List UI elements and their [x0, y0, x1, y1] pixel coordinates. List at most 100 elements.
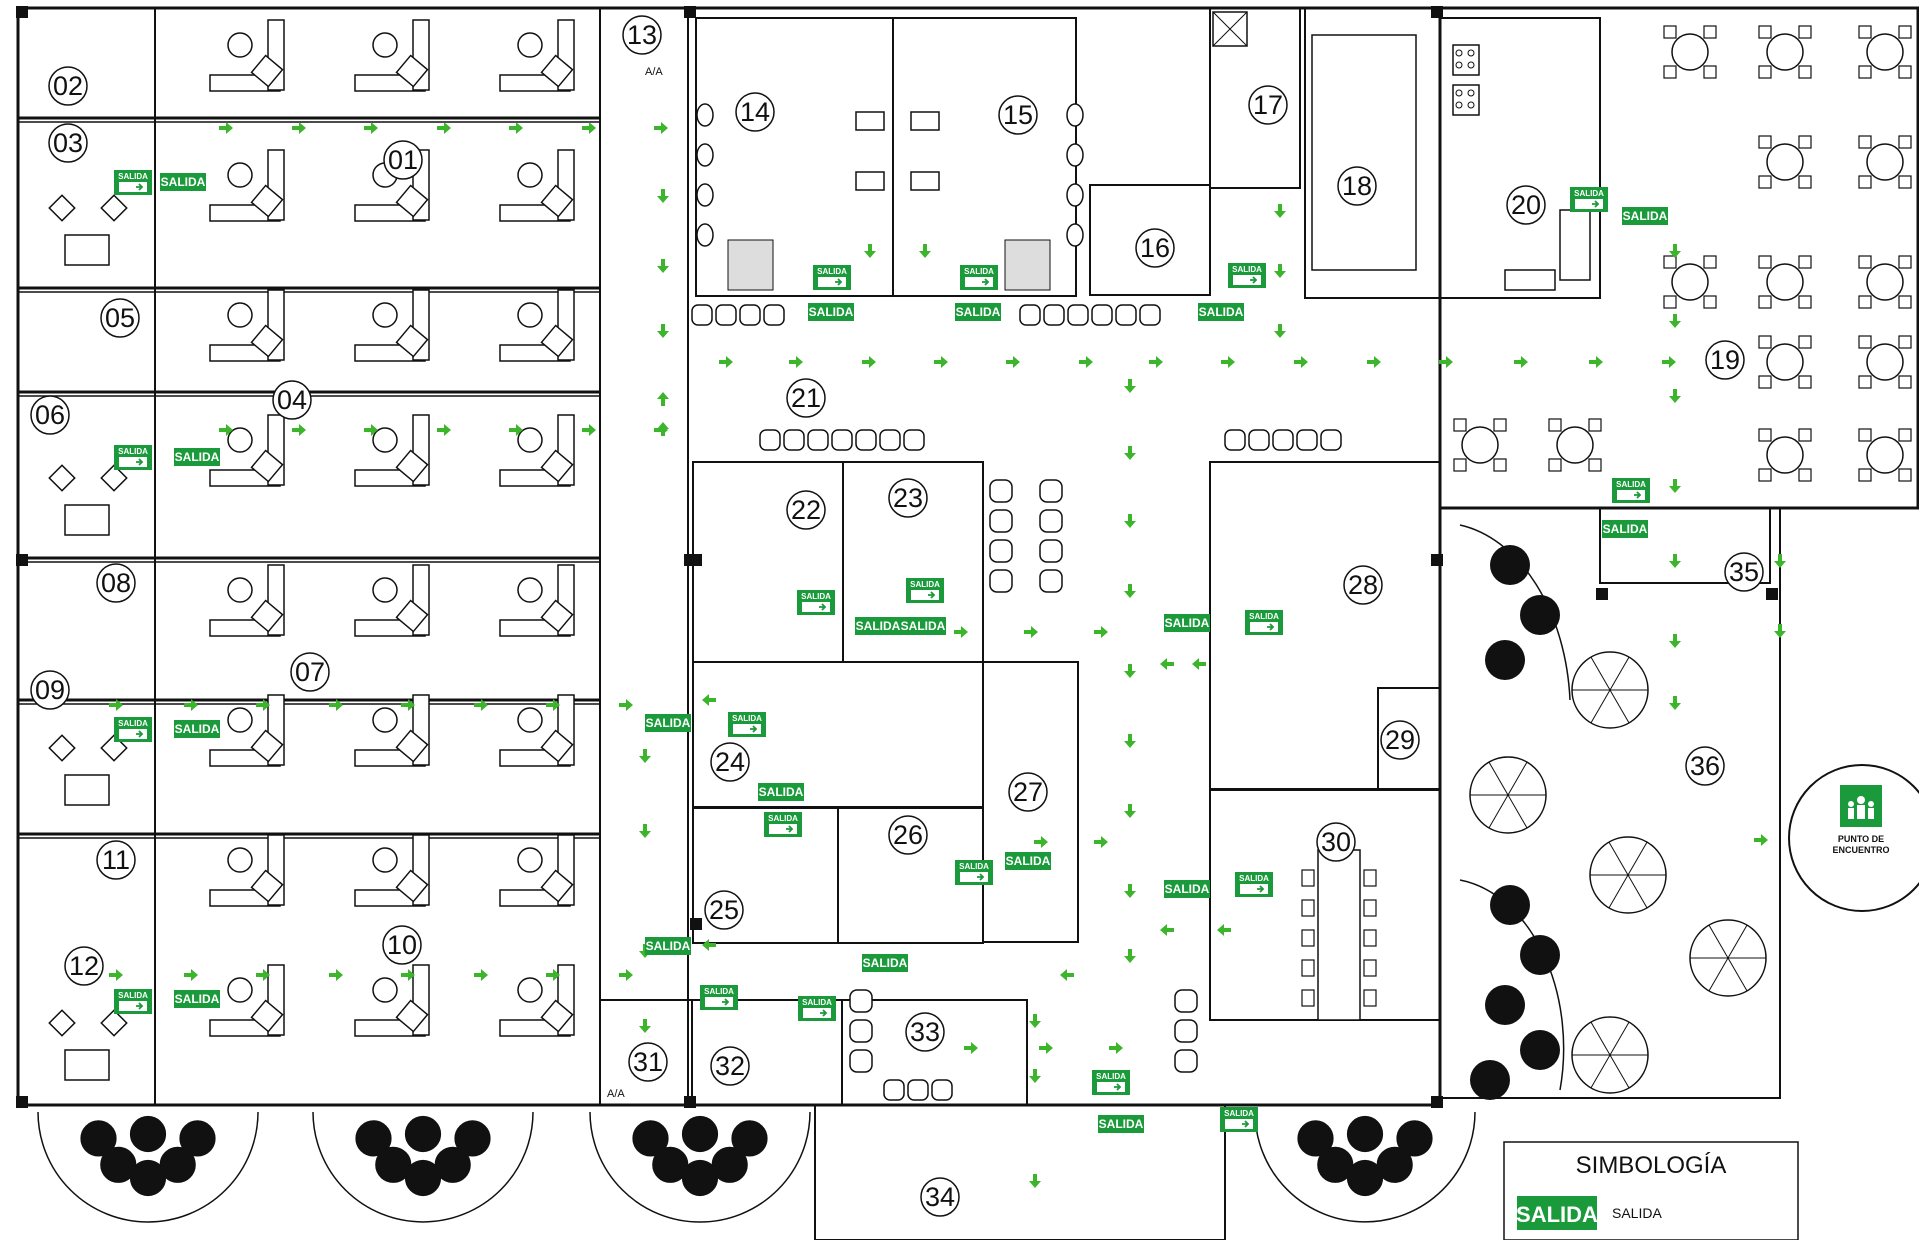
arrow-shape [1367, 356, 1381, 368]
salida-sign-small: SALIDA [1228, 263, 1266, 288]
plant [681, 1159, 719, 1197]
arrow-shape [1589, 356, 1603, 368]
burner [1467, 61, 1475, 69]
room-label: 29 [1380, 720, 1420, 760]
evacuation-arrow [1669, 634, 1681, 648]
plant [355, 1120, 392, 1157]
chair [1798, 428, 1812, 442]
salida-sign: SALIDA [174, 720, 220, 738]
salida-sign-small: SALIDA [1220, 1107, 1258, 1132]
evacuation-arrow [1079, 356, 1093, 368]
chair [1758, 428, 1772, 442]
plant [632, 1120, 669, 1157]
arrow-shape [1039, 1042, 1053, 1054]
plant [404, 1159, 442, 1197]
legend-item-label: SALIDA [1612, 1205, 1662, 1221]
room-number: 28 [1348, 570, 1378, 600]
desk [64, 234, 110, 266]
salida-text: SALIDA [1603, 522, 1648, 536]
salida-small-text: SALIDA [910, 580, 940, 589]
evacuation-arrow [657, 324, 669, 338]
arrow-shape [1109, 1042, 1123, 1054]
meeting-chair [1363, 899, 1377, 917]
evacuation-arrow [1669, 389, 1681, 403]
elevator-cross [1212, 11, 1248, 47]
chair [540, 449, 574, 483]
waiting-chair [989, 569, 1013, 593]
chair [1798, 65, 1812, 79]
people-icon [1848, 796, 1874, 819]
room-number: 13 [627, 20, 657, 50]
room-label-circle [888, 478, 928, 518]
umbrella-rib [1590, 1021, 1611, 1056]
plant [1297, 1120, 1334, 1157]
waiting-chair [1296, 429, 1318, 451]
toilet [696, 223, 714, 247]
room-number: 12 [69, 951, 99, 981]
table [1866, 263, 1904, 301]
waiting-chair [849, 989, 873, 1013]
room-label: 28 [1343, 565, 1383, 605]
evacuation-arrow [582, 122, 596, 134]
chair [250, 599, 284, 633]
legend-title: SIMBOLOGÍA [1576, 1152, 1727, 1179]
salida-badge [808, 303, 854, 321]
runner-arrow [1592, 200, 1600, 208]
evacuation-arrow [1060, 969, 1074, 981]
room-label-circle [735, 92, 775, 132]
runner-icon [1097, 1082, 1125, 1092]
chair [1858, 175, 1872, 189]
arrow-shape [1124, 734, 1136, 748]
runner-icon [1240, 884, 1268, 894]
room-label: 20 [1506, 185, 1546, 225]
waiting-chair [1248, 429, 1270, 451]
chair [1493, 418, 1507, 432]
workstation [499, 964, 575, 1037]
room-label-circle [920, 1177, 960, 1217]
arrow-shape [437, 122, 451, 134]
workstation [499, 289, 575, 362]
room-label: 10 [382, 925, 422, 965]
arrow-shape [639, 749, 651, 763]
salida-sign-small: SALIDA [114, 989, 152, 1014]
chair [1703, 65, 1717, 79]
desk [64, 1049, 110, 1081]
arrow-shape [1034, 836, 1048, 848]
waiting-chair [989, 479, 1013, 503]
evacuation-arrow [184, 699, 198, 711]
chair [1758, 295, 1772, 309]
cafeteria-table [1453, 418, 1507, 472]
small-office-set [48, 734, 128, 806]
runner-arrow [786, 825, 794, 833]
arrow-shape [702, 694, 716, 706]
salida-text: SALIDA [901, 619, 946, 633]
workstation [354, 694, 430, 767]
salida-sign: SALIDA [1164, 614, 1210, 632]
arrow-shape [1029, 1014, 1041, 1028]
cafeteria-table [1548, 418, 1602, 472]
umbrella-rib [1488, 794, 1509, 829]
cafeteria-table [1758, 25, 1812, 79]
chair [1898, 135, 1912, 149]
evacuation-arrow [1109, 1042, 1123, 1054]
chair [1858, 255, 1872, 269]
salida-sign: SALIDA [1622, 207, 1668, 225]
chair [1548, 418, 1562, 432]
salida-sign-small: SALIDA [700, 985, 738, 1010]
burner [1467, 49, 1475, 57]
chair-round [372, 32, 398, 58]
evacuation-arrow [184, 969, 198, 981]
plant [681, 1115, 719, 1153]
evacuation-arrow [256, 699, 270, 711]
room-label: 24 [710, 742, 750, 782]
chair [1898, 375, 1912, 389]
meeting-chair [1363, 959, 1377, 977]
chair [1898, 25, 1912, 39]
toilet [696, 143, 714, 167]
arrow-shape [934, 356, 948, 368]
arrow-shape [702, 939, 716, 951]
salida-small-text: SALIDA [118, 447, 148, 456]
cafeteria-table [1858, 255, 1912, 309]
room-number: 21 [791, 383, 821, 413]
chair [1798, 468, 1812, 482]
